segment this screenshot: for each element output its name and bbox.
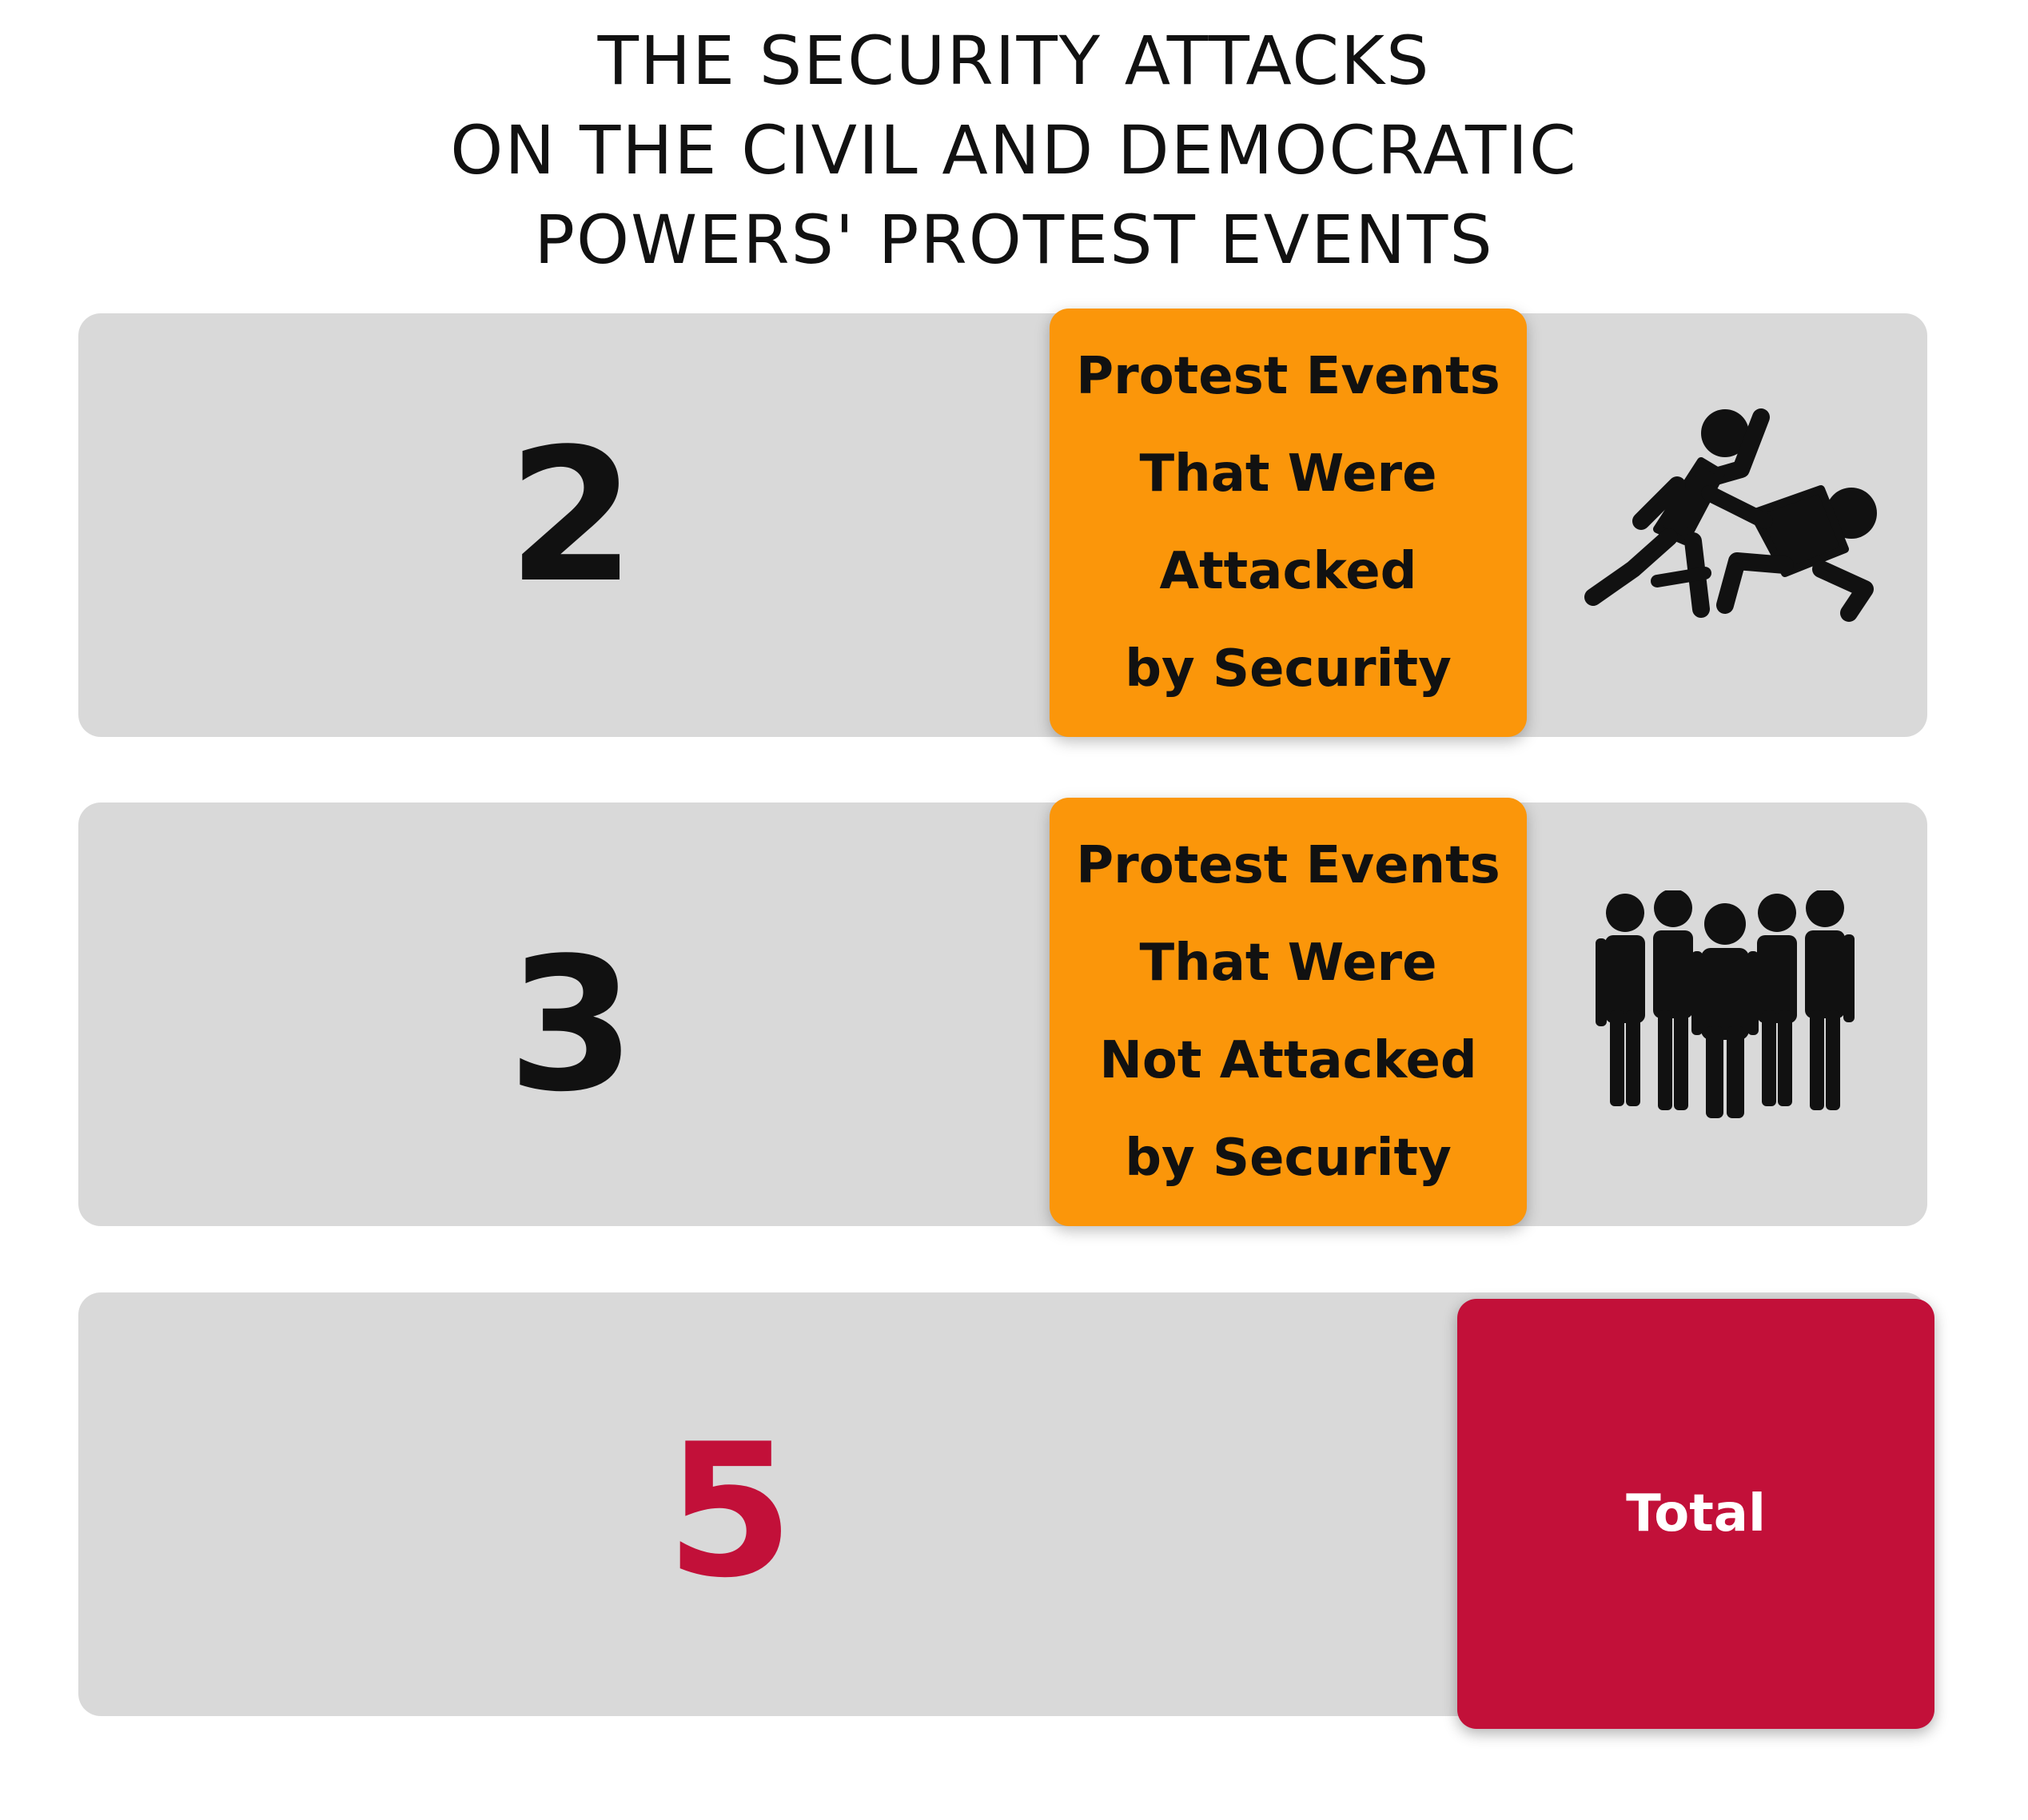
label-line: Not Attacked bbox=[1099, 1031, 1477, 1090]
label-line: Protest Events bbox=[1076, 836, 1500, 895]
attacked-count: 2 bbox=[507, 410, 636, 623]
not-attacked-count: 3 bbox=[507, 919, 636, 1133]
label-line: Protest Events bbox=[1076, 347, 1500, 406]
not-attacked-label-box: Protest Events That Were Not Attacked by… bbox=[1050, 798, 1527, 1226]
label-line: Attacked bbox=[1159, 542, 1417, 601]
page-title: THE SECURITY ATTACKS ON THE CIVIL AND DE… bbox=[0, 16, 2028, 285]
total-count: 5 bbox=[665, 1405, 795, 1619]
attack-icon bbox=[1584, 408, 1877, 622]
title-line-3: POWERS' PROTEST EVENTS bbox=[534, 201, 1494, 279]
label-line: That Were bbox=[1139, 934, 1437, 993]
stat-row-attacked: 2 Protest Events That Were Attacked by S… bbox=[78, 309, 1927, 737]
title-line-1: THE SECURITY ATTACKS bbox=[597, 22, 1431, 100]
stat-row-not-attacked: 3 Protest Events That Were Not Attacked … bbox=[78, 798, 1927, 1226]
attacked-label-box: Protest Events That Were Attacked by Sec… bbox=[1050, 309, 1527, 737]
label-line: by Security bbox=[1125, 639, 1452, 699]
label-line: by Security bbox=[1125, 1129, 1452, 1188]
title-line-2: ON THE CIVIL AND DEMOCRATIC bbox=[450, 111, 1578, 189]
crowd-icon bbox=[1596, 890, 1855, 1118]
label-line: That Were bbox=[1139, 444, 1437, 504]
total-label: Total bbox=[1626, 1484, 1766, 1543]
stat-row-total: 5 Total bbox=[78, 1292, 1934, 1729]
total-label-box: Total bbox=[1457, 1299, 1934, 1729]
